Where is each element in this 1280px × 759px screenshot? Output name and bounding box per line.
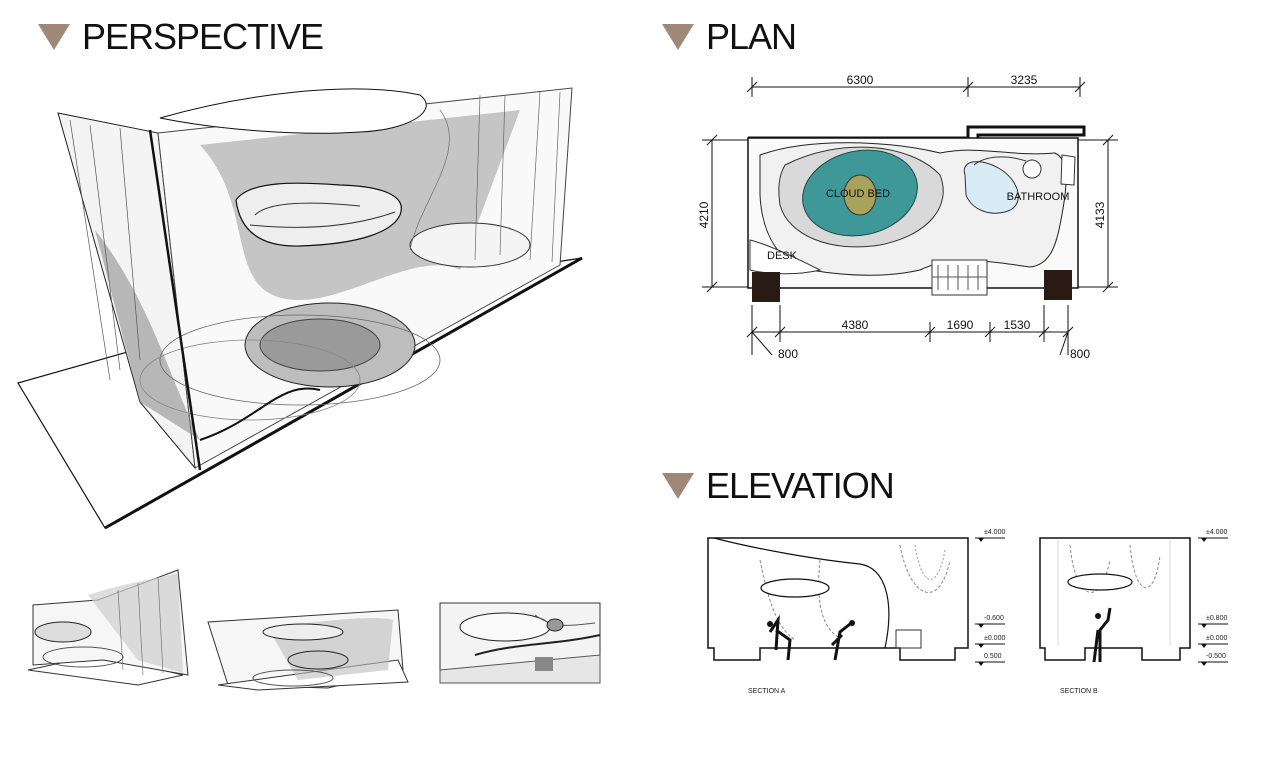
dim-top-1: 6300 <box>847 73 874 87</box>
section-a-level-3: ±0.000 <box>984 635 1005 642</box>
dim-corner-left: 800 <box>778 347 798 361</box>
perspective-main-drawing <box>17 87 583 530</box>
section-b-level-3: ±0.000 <box>1206 635 1227 642</box>
section-a-level-2: -0.600 <box>984 615 1004 622</box>
triangle-marker-icon <box>662 24 694 50</box>
dim-bottom-1: 4380 <box>842 318 869 332</box>
room-label-desk: DESK <box>767 250 798 262</box>
plan-heading: PLAN <box>662 16 797 58</box>
section-b-label: SECTION B <box>1060 688 1098 695</box>
elevation-heading: ELEVATION <box>662 465 895 507</box>
dim-bottom-3: 1530 <box>1004 318 1031 332</box>
room-label-bathroom: BATHROOM <box>1007 191 1070 203</box>
perspective-thumbnail-2 <box>207 609 409 691</box>
dim-corner-right: 800 <box>1070 347 1090 361</box>
plan-title: PLAN <box>706 16 797 57</box>
dim-top-2: 3235 <box>1011 73 1038 87</box>
section-a-label: SECTION A <box>748 688 786 695</box>
floor-plan: 6300 3235 4210 4133 CLOUD BED BATHROOM D… <box>697 73 1118 361</box>
room-label-cloud-bed: CLOUD BED <box>826 188 890 200</box>
triangle-marker-icon <box>38 24 70 50</box>
dim-right: 4133 <box>1093 201 1107 228</box>
perspective-heading: PERSPECTIVE <box>38 16 324 58</box>
dim-left: 4210 <box>697 201 711 228</box>
section-b-level-2: ±0.800 <box>1206 615 1227 622</box>
section-b-level-1: ±4.000 <box>1206 529 1227 536</box>
triangle-marker-icon <box>662 473 694 499</box>
perspective-thumbnail-3 <box>439 602 601 684</box>
perspective-title: PERSPECTIVE <box>82 16 324 57</box>
dim-bottom-2: 1690 <box>947 318 974 332</box>
section-a-level-1: ±4.000 <box>984 529 1005 536</box>
elevation-section-b: ±4.000 ±0.800 ±0.000 -0.500 SECTION B <box>1039 529 1228 695</box>
elevation-title: ELEVATION <box>706 465 895 506</box>
section-b-level-4: -0.500 <box>1206 653 1226 660</box>
section-a-level-4: 0.500 <box>984 653 1002 660</box>
perspective-thumbnail-1 <box>27 569 189 686</box>
elevation-section-a: ±4.000 -0.600 ±0.000 0.500 SECTION A <box>707 529 1005 695</box>
